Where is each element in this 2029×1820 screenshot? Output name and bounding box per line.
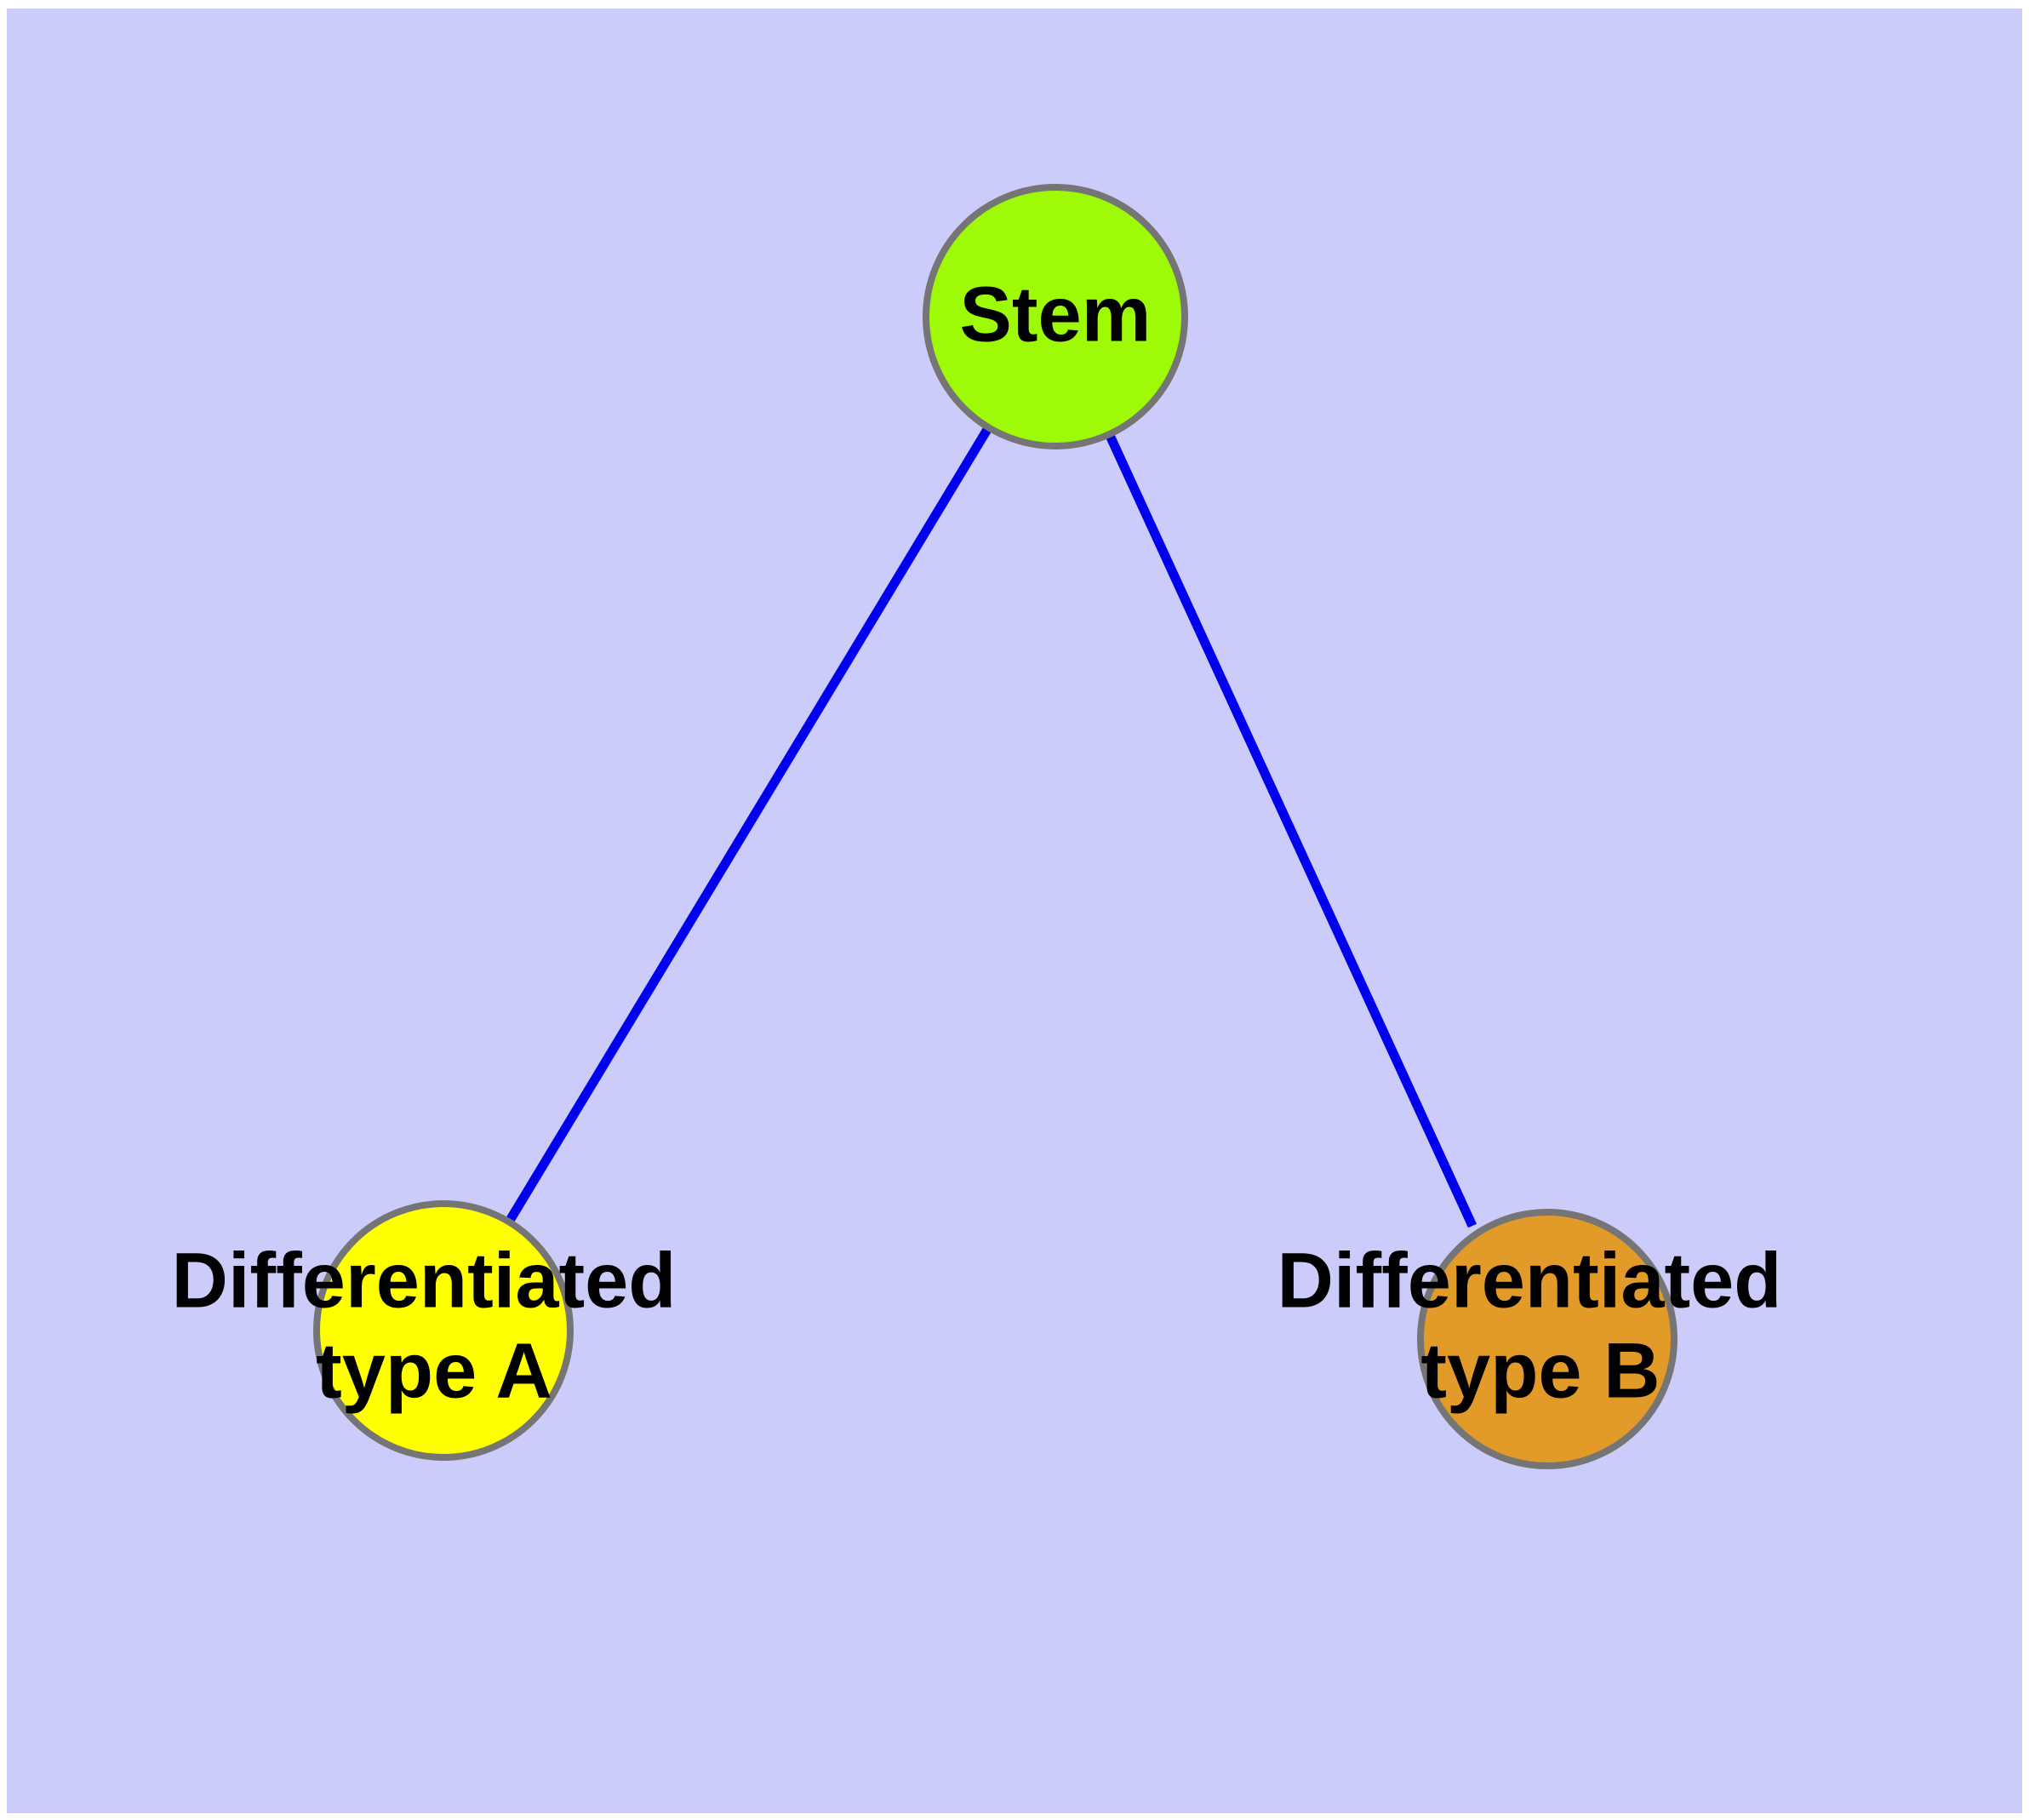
edge-stem-to-differentiated-type-a[interactable] (506, 314, 1060, 1222)
node-differentiated-type-a-circle[interactable] (313, 1200, 574, 1461)
node-differentiated-type-b-label-line2: type B (1420, 1327, 1660, 1414)
node-stem[interactable]: Stem (923, 184, 1188, 449)
node-differentiated-type-a[interactable]: Differentiated type A (172, 1200, 677, 1461)
node-differentiated-type-a-label-line2: type A (316, 1327, 552, 1414)
node-differentiated-type-b-circle[interactable] (1417, 1209, 1677, 1469)
edge-layer (506, 314, 1477, 1228)
node-differentiated-type-b-label-line1: Differentiated (1277, 1237, 1782, 1324)
node-stem-circle[interactable] (923, 184, 1188, 449)
node-differentiated-type-b[interactable]: Differentiated type B (1277, 1209, 1782, 1469)
node-differentiated-type-a-label-line1: Differentiated (172, 1237, 677, 1324)
node-stem-label: Stem (960, 271, 1152, 358)
edge-stem-to-differentiated-type-b[interactable] (1051, 314, 1477, 1228)
